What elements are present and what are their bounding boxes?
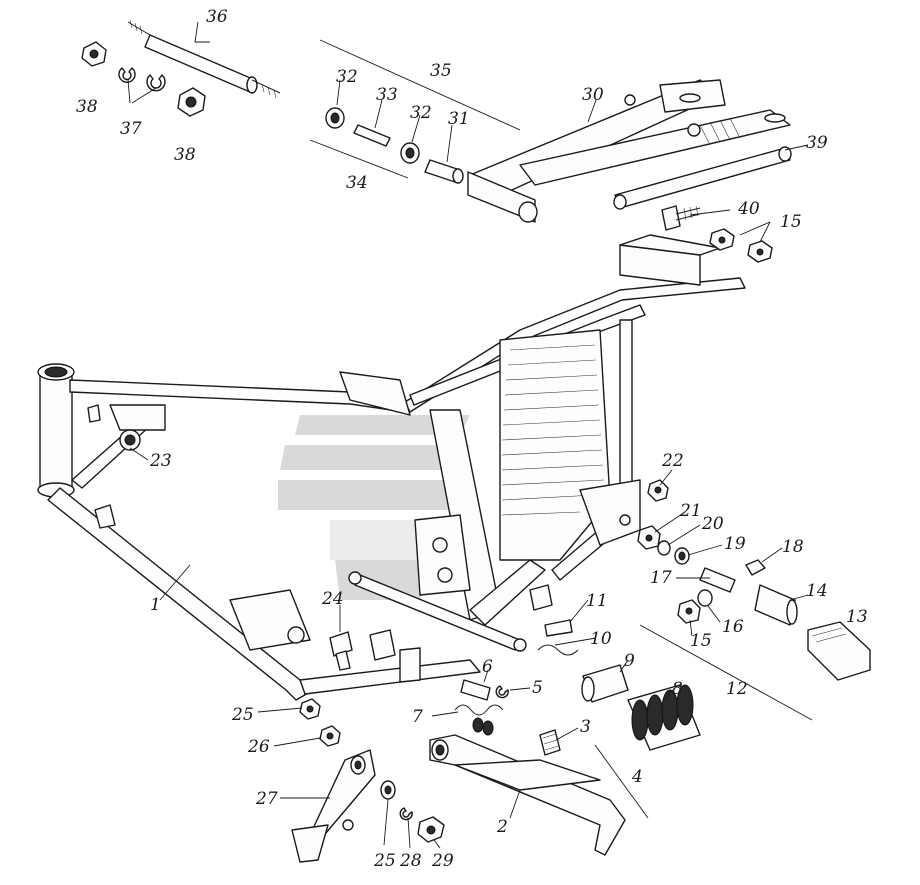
- washers-37: [118, 67, 166, 92]
- footrest-13: [807, 621, 871, 681]
- callout-17: 17: [650, 568, 672, 588]
- callout-38a: 38: [76, 97, 98, 117]
- callout-19: 19: [724, 534, 746, 554]
- callout-25b: 25: [373, 851, 396, 871]
- callout-6: 6: [482, 657, 493, 677]
- leader-lines: [127, 21, 813, 849]
- callout-29: 29: [431, 851, 454, 871]
- main-frame: [37, 234, 746, 701]
- callout-25a: 25: [231, 705, 254, 725]
- swing-arm: [467, 79, 791, 223]
- rear-strap: [613, 146, 792, 210]
- callout-2: 2: [496, 817, 508, 837]
- callout-11: 11: [586, 591, 608, 611]
- callout-15b: 15: [690, 631, 712, 651]
- callout-33: 33: [376, 85, 398, 105]
- callout-9: 9: [624, 651, 635, 671]
- callout-13: 13: [846, 607, 868, 627]
- callout-15a: 15: [780, 212, 802, 232]
- nut-38-left: [81, 41, 107, 67]
- callout-4: 4: [631, 767, 643, 787]
- side-stand-bolt-parts: [637, 479, 798, 626]
- callout-32b: 32: [410, 103, 432, 123]
- callout-14: 14: [806, 581, 828, 601]
- callout-21: 21: [679, 501, 702, 521]
- callout-23: 23: [149, 451, 172, 471]
- callout-8: 8: [672, 679, 683, 699]
- callout-30: 30: [582, 85, 604, 105]
- pin-spring-parts: [454, 679, 509, 736]
- callout-38b: 38: [174, 145, 196, 165]
- side-stand-27: [291, 749, 376, 863]
- callout-40: 40: [737, 199, 760, 219]
- callout-31: 31: [448, 109, 470, 129]
- callout-18: 18: [782, 537, 804, 557]
- callout-10: 10: [590, 629, 612, 649]
- callout-numbers: 1 2 3 4 5 6 7 8 9 10 11 12 13 14 15 15 1…: [76, 7, 868, 871]
- callout-35: 35: [430, 61, 452, 81]
- callout-12: 12: [726, 679, 748, 699]
- callout-16: 16: [722, 617, 744, 637]
- footrest-assembly: [537, 619, 701, 751]
- callout-28: 28: [399, 851, 422, 871]
- callout-36: 36: [206, 7, 228, 27]
- bolt-40: [661, 205, 701, 231]
- callout-20: 20: [701, 514, 724, 534]
- callout-37: 37: [120, 119, 142, 139]
- small-hardware: [299, 631, 445, 843]
- callout-5: 5: [532, 678, 543, 698]
- nut-38-right: [177, 87, 206, 117]
- callout-34: 34: [346, 173, 368, 193]
- callout-22: 22: [661, 451, 684, 471]
- callout-1: 1: [150, 595, 161, 615]
- callout-39: 39: [806, 133, 828, 153]
- nut-15-upper: [709, 228, 773, 263]
- axle-36: [127, 19, 281, 99]
- bushing-parts: [325, 107, 464, 184]
- callout-32a: 32: [336, 67, 358, 87]
- center-stand-2: [429, 729, 626, 856]
- callout-26: 26: [247, 737, 270, 757]
- callout-27: 27: [255, 789, 278, 809]
- watermark-logo: [278, 415, 470, 600]
- callout-7: 7: [412, 707, 423, 727]
- callout-24: 24: [321, 589, 344, 609]
- callout-3: 3: [580, 717, 591, 737]
